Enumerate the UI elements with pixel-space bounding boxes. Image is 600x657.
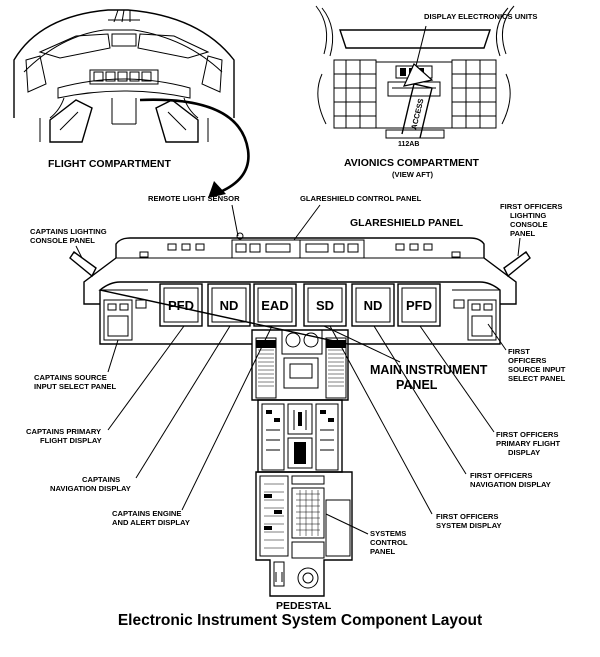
pedestal-label: PEDESTAL [276,600,332,612]
display-electronics-units-label: DISPLAY ELECTRONICS UNITS [424,12,538,21]
remote-light-sensor-label: REMOTE LIGHT SENSOR [148,194,240,203]
access-door [401,83,433,139]
glareshield-control-panel-label: GLARESHIELD CONTROL PANEL [300,194,422,203]
fo-sd-leader [329,325,433,515]
display-sd: SD [316,298,334,313]
remote-light-sensor-leader [231,204,239,237]
glareshield-panel-label: GLARESHIELD PANEL [350,217,464,229]
first-officers-system-display-label: FIRST OFFICERS SYSTEM DISPLAY [436,512,502,530]
fo-lighting-leader [517,237,521,257]
access-arrowhead [402,63,434,87]
main-instrument-panel-leader [323,325,401,363]
figure-caption: Electronic Instrument System Component L… [117,612,483,629]
view-aft-label: (VIEW AFT) [392,170,434,179]
captains-pfd-leader [107,325,185,431]
captains-ead-leader [181,325,273,511]
first-officers-source-input-select-panel-label: FIRST OFFICERS SOURCE INPUT SELECT PANEL [508,347,568,383]
captains-lighting-leader [75,245,83,259]
captains-primary-flight-display-label: CAPTAINS PRIMARY FLIGHT DISPLAY [26,427,103,445]
deu-leader-line [415,25,427,67]
avionics-compartment-illustration [315,5,515,139]
flight-compartment-label: FLIGHT COMPARTMENT [48,158,171,170]
pointer-arrowhead [208,181,226,198]
first-officers-lighting-console-panel-label: FIRST OFFICERS LIGHTING CONSOLE PANEL [500,202,565,238]
systems-control-panel-label: SYSTEMS CONTROL PANEL [370,529,410,556]
display-ead: EAD [261,298,288,313]
display-pfd-captain: PFD [168,298,194,313]
captains-source-leader [107,339,119,373]
first-officers-navigation-display-label: FIRST OFFICERS NAVIGATION DISPLAY [470,471,551,489]
fo-nd-leader [373,325,467,475]
captains-engine-and-alert-display-label: CAPTAINS ENGINE AND ALERT DISPLAY [112,509,190,527]
systems-control-panel-leader [325,513,369,535]
main-instrument-panel [98,281,501,345]
door-id-label: 112AB [398,141,419,148]
captains-source-input-select-panel-label: CAPTAINS SOURCE INPUT SELECT PANEL [34,373,116,391]
center-pedestal-stack [251,329,353,597]
flight-compartment-illustration [13,9,235,143]
main-instrument-panel-label: MAIN INSTRUMENT PANEL [370,363,491,392]
fo-source-leader [487,323,507,351]
avionics-compartment-label: AVIONICS COMPARTMENT [344,157,480,169]
glareshield-panel [83,232,517,305]
display-nd-captain: ND [220,298,239,313]
glareshield-control-panel-leader [293,204,321,241]
first-officers-primary-flight-display-label: FIRST OFFICERS PRIMARY FLIGHT DISPLAY [496,430,562,457]
captains-lighting-console-panel [69,251,97,278]
display-pfd-first-officer: PFD [406,298,432,313]
pointer-arrow [139,98,250,194]
captains-lighting-console-panel-label: CAPTAINS LIGHTING CONSOLE PANEL [30,227,109,245]
fo-pfd-leader [419,325,495,433]
captains-navigation-display-label: CAPTAINS NAVIGATION DISPLAY [50,475,131,493]
display-units: PFD ND EAD SD ND PFD [159,283,441,327]
first-officers-lighting-console-panel [503,251,531,278]
captains-nd-leader [135,325,231,479]
display-nd-first-officer: ND [364,298,383,313]
